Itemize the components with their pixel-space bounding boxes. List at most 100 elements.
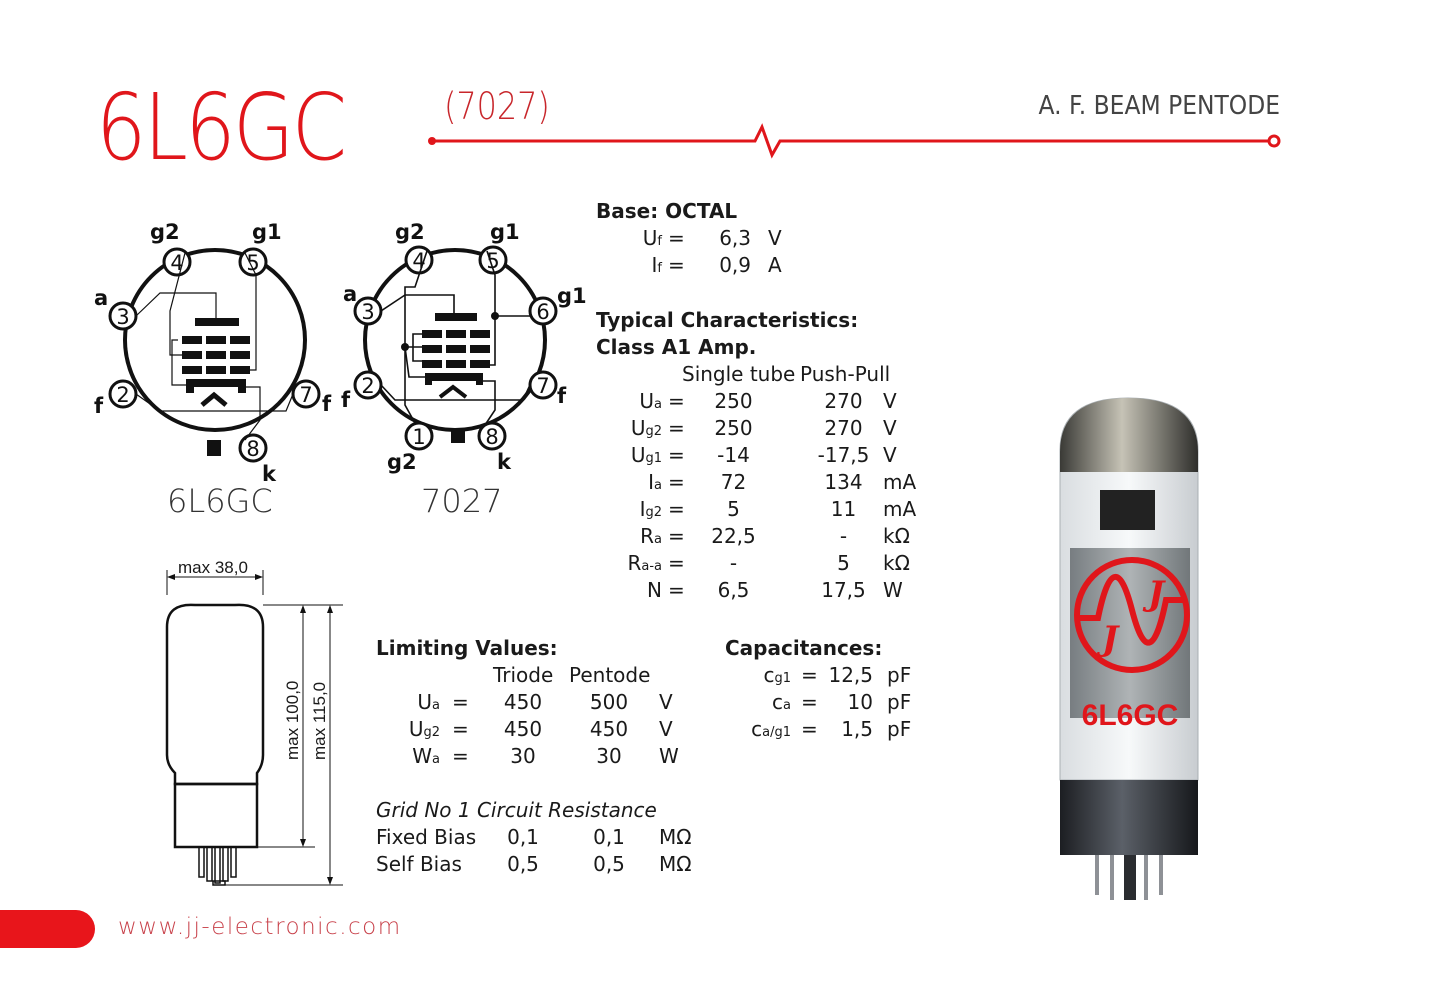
- svg-text:1: 1: [412, 425, 425, 449]
- single-tube-value: 22,5: [711, 524, 756, 548]
- table-row: Ra=22,5-kΩ: [596, 523, 926, 550]
- param-subscript: g1: [645, 451, 662, 466]
- svg-text:7: 7: [536, 374, 549, 398]
- param-subscript: a/g1: [762, 725, 791, 740]
- class-heading: Class A1 Amp.: [596, 335, 757, 359]
- svg-text:2: 2: [361, 374, 374, 398]
- capacitance-value: 1,5: [841, 717, 873, 741]
- param-symbol-cell: Ra-a: [596, 550, 662, 580]
- equals-sign: =: [668, 497, 685, 521]
- diagram-label-6l6gc: 6L6GC: [167, 482, 273, 520]
- single-tube-value: 250: [714, 389, 753, 413]
- header-pulse-line-icon: [428, 123, 1281, 159]
- dim-total-height-label: max 115,0: [310, 681, 329, 760]
- param-symbol: R: [627, 551, 642, 575]
- param-unit: pF: [887, 717, 912, 741]
- push-pull-value: 17,5: [821, 578, 866, 602]
- page-title: 6L6GC: [96, 74, 347, 181]
- svg-text:g2: g2: [387, 450, 417, 474]
- param-symbol: N: [647, 578, 662, 602]
- param-subscript: g1: [774, 671, 791, 686]
- param-symbol-cell: ca/g1: [725, 716, 791, 746]
- diagram-label-6l6gc: 6L6GC: [157, 479, 263, 485]
- triode-value: 0,5: [507, 852, 539, 876]
- param-unit: pF: [887, 690, 912, 714]
- param-subscript: a: [654, 478, 662, 493]
- param-unit: V: [659, 690, 673, 714]
- param-symbol-cell: Ug1: [596, 442, 662, 472]
- param-unit: V: [768, 226, 782, 250]
- param-symbol: W: [412, 744, 433, 768]
- param-symbol: c: [751, 717, 763, 741]
- push-pull-value: 270: [824, 389, 863, 413]
- param-symbol-cell: ca: [725, 689, 791, 719]
- param-symbol-cell: Ua: [376, 689, 440, 719]
- tube-photo: J J 6L6GC: [1059, 397, 1199, 900]
- capacitance-value: 12,5: [828, 663, 873, 687]
- param-unit: V: [883, 443, 897, 467]
- equals-sign: =: [452, 744, 469, 768]
- push-pull-value: 134: [824, 470, 863, 494]
- pentode-value: 500: [589, 690, 629, 714]
- base-table: Uf = 6,3 V If = 0,9 A: [596, 225, 916, 285]
- svg-text:f: f: [341, 388, 351, 412]
- param-subscript: a: [432, 698, 440, 713]
- param-symbol-cell: N: [596, 577, 662, 607]
- equals-sign: =: [668, 253, 685, 277]
- svg-text:f: f: [322, 392, 332, 416]
- param-subscript: a: [783, 698, 791, 713]
- param-symbol: I: [639, 497, 646, 521]
- push-pull-value: 5: [837, 551, 850, 575]
- param-subscript: g2: [645, 424, 662, 439]
- single-tube-value: 6,5: [717, 578, 750, 602]
- svg-text:g1: g1: [490, 220, 520, 244]
- push-pull-value: 270: [824, 416, 863, 440]
- website-link[interactable]: www.jj-electronic.com: [118, 914, 402, 940]
- svg-text:8: 8: [485, 425, 498, 449]
- svg-text:8: 8: [246, 437, 259, 461]
- equals-sign: =: [452, 717, 469, 741]
- col-single-tube: Single tube: [682, 362, 796, 386]
- grid-resistance-heading: Grid No 1 Circuit Resistance: [376, 798, 657, 822]
- alt-type-label: (7027): [444, 85, 550, 128]
- param-value: 6,3: [719, 226, 751, 250]
- triode-value: 450: [503, 717, 543, 741]
- triode-value: 450: [503, 690, 543, 714]
- equals-sign: =: [668, 389, 685, 413]
- svg-text:2: 2: [116, 383, 129, 407]
- svg-text:3: 3: [361, 300, 374, 324]
- svg-text:g1: g1: [557, 284, 587, 308]
- param-symbol: I: [651, 253, 658, 277]
- equals-sign: =: [801, 717, 818, 741]
- param-unit: kΩ: [883, 524, 910, 548]
- svg-text:7: 7: [299, 383, 312, 407]
- dim-body-height-label: max 100,0: [283, 680, 302, 760]
- svg-text:g2: g2: [150, 220, 180, 244]
- param-symbol: U: [630, 443, 646, 467]
- push-pull-value: -17,5: [817, 443, 870, 467]
- single-tube-value: -: [729, 551, 738, 575]
- equals-sign: =: [801, 690, 818, 714]
- param-unit: V: [883, 389, 897, 413]
- param-symbol-cell: Wa: [376, 743, 440, 773]
- param-unit: MΩ: [659, 852, 692, 876]
- param-symbol-cell: Ug2: [376, 716, 440, 746]
- svg-text:k: k: [262, 462, 277, 485]
- param-symbol: R: [640, 524, 655, 548]
- push-pull-value: -: [839, 524, 848, 548]
- base-row-if: If = 0,9 A: [596, 252, 916, 279]
